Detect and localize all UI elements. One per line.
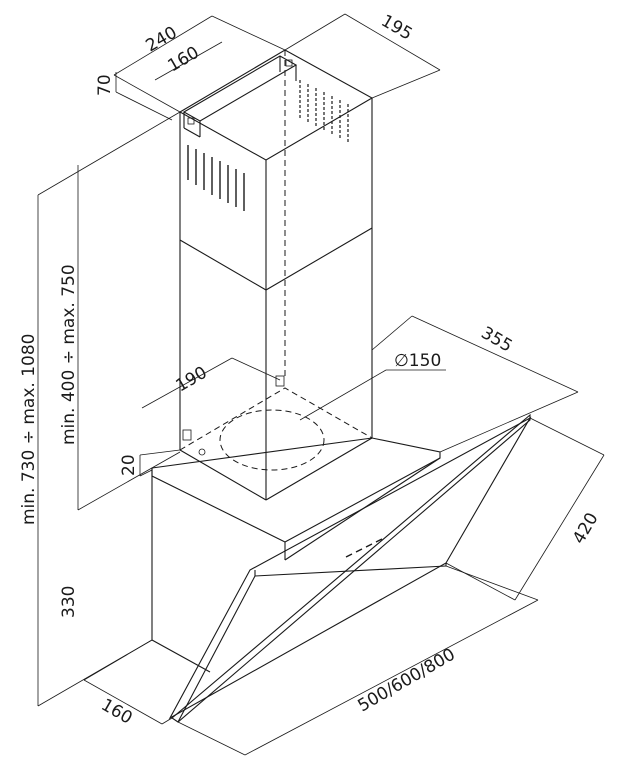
hood-body [151, 437, 441, 673]
control-buttons [345, 538, 383, 558]
label-total-height: min. 730 ÷ max. 1080 [19, 334, 39, 525]
glass-panel [168, 413, 532, 723]
label-top-depth: 195 [378, 11, 416, 45]
label-outlet-diameter: ∅150 [394, 351, 441, 371]
label-top-bracket-width: 240 [143, 23, 181, 57]
dimension-labels: 240 160 195 70 min. 730 ÷ max. 1080 min.… [19, 11, 603, 729]
chimney-upper [178, 49, 374, 380]
dimension-lines [37, 13, 605, 756]
label-base-depth: 355 [478, 323, 516, 357]
label-hood-width: 500/600/800 [355, 645, 459, 717]
vent-slots-right [299, 80, 349, 142]
label-body-height: 330 [59, 586, 79, 618]
vent-slots-left [187, 145, 245, 211]
label-base-width: 190 [173, 363, 211, 397]
label-top-height: 70 [95, 74, 115, 96]
label-glass-depth: 420 [569, 509, 603, 547]
chimney-lower [179, 228, 373, 501]
label-chimney-height: min. 400 ÷ max. 750 [59, 264, 79, 445]
outlet-circle [219, 409, 325, 471]
mounting-bracket [182, 55, 298, 138]
label-base-height: 20 [119, 454, 139, 476]
label-wall-offset: 160 [98, 695, 136, 729]
